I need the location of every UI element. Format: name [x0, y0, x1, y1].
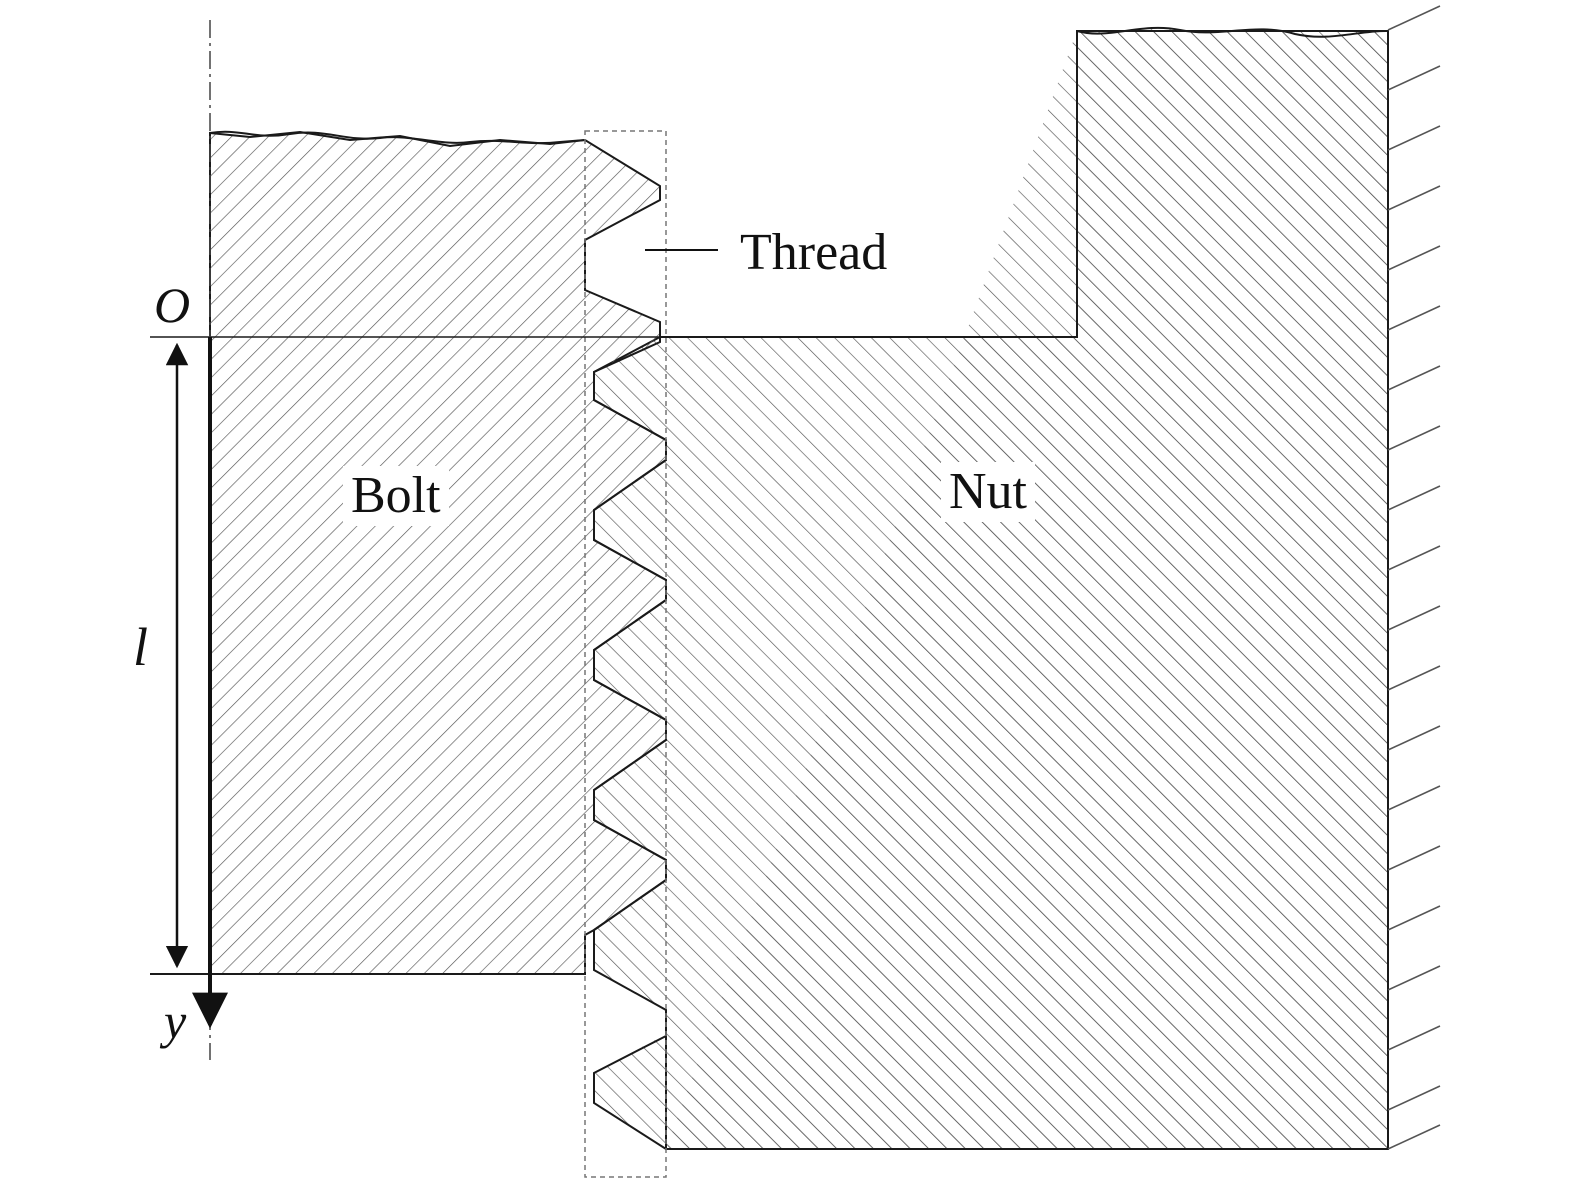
length-label: l [133, 617, 149, 677]
y-axis-label: y [164, 993, 187, 1049]
origin-label: O [154, 277, 191, 333]
nut-label: Nut [941, 462, 1035, 522]
thread-label: Thread [740, 224, 888, 281]
thread-region-box [584, 130, 667, 1178]
bolt-main-region [209, 130, 667, 975]
bolt-top-break [209, 130, 586, 145]
wall-hatch-marks [1387, 5, 1441, 1150]
nut-main-region [593, 30, 1389, 1150]
bolt-label: Bolt [343, 466, 449, 526]
nut-top-break [1076, 26, 1389, 38]
